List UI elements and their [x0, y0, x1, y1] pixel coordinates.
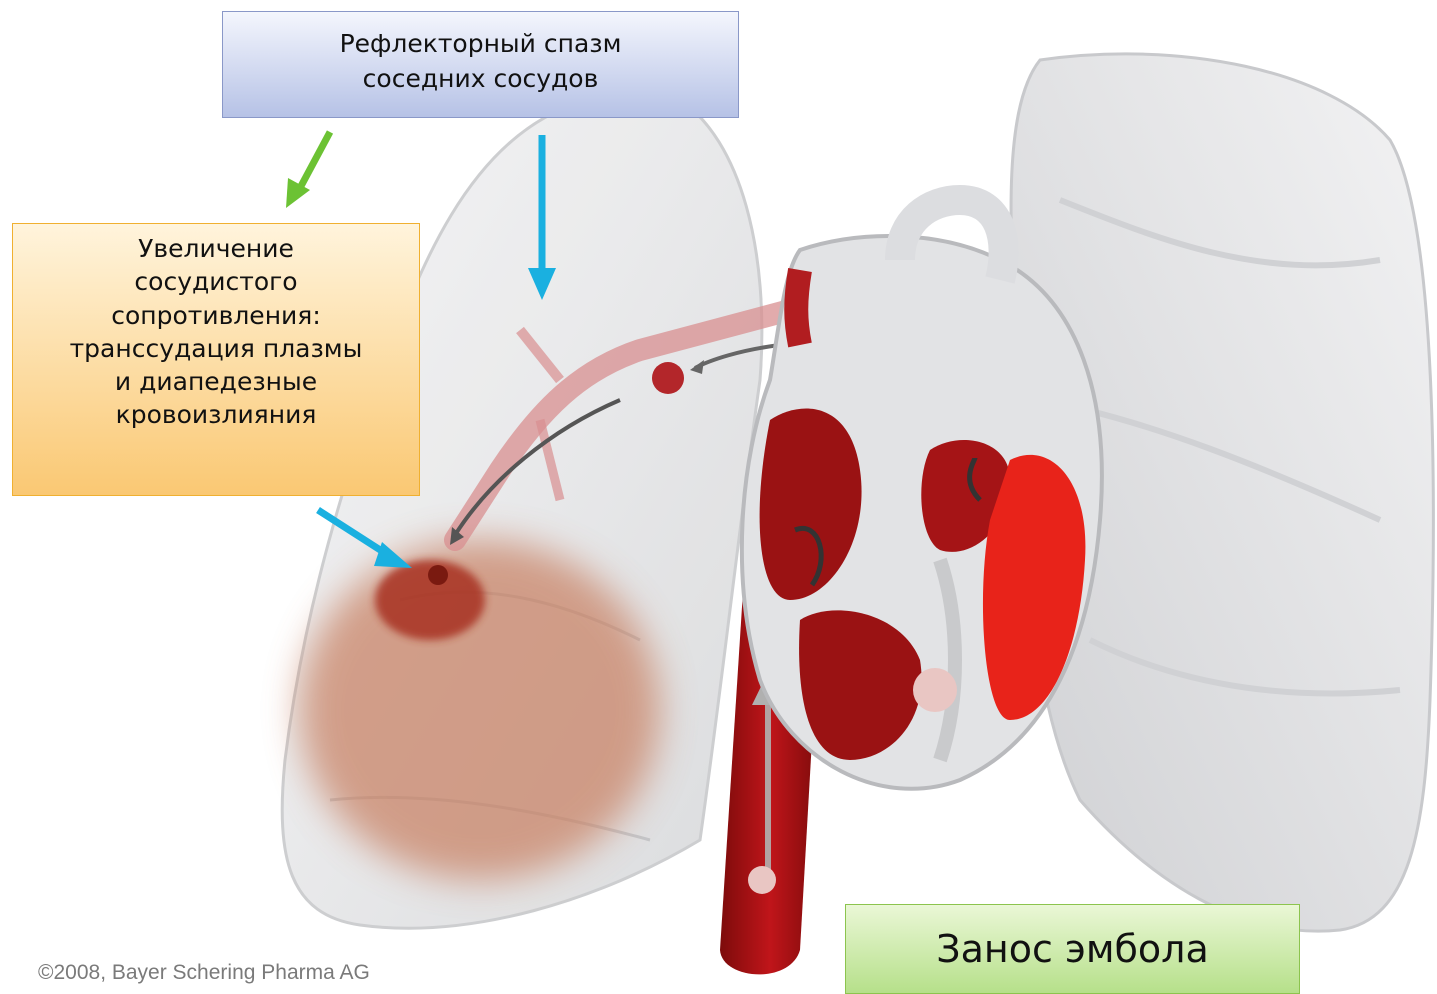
caval-flow-arrow: [765, 700, 771, 870]
copyright-notice: ©2008, Bayer Schering Pharma AG: [38, 961, 370, 985]
embolus-in-vein: [748, 866, 776, 894]
callout-text: Занос эмбола: [936, 927, 1209, 971]
pulmonary-trunk: [796, 270, 800, 345]
callout-text-line: соседних сосудов: [223, 61, 738, 96]
callout-text-line: сопротивления:: [13, 299, 419, 332]
callout-reflex-spasm: Рефлекторный спазм соседних сосудов: [222, 11, 739, 118]
embolus-in-lung: [428, 565, 448, 585]
callout-text-line: и диапедезные: [13, 365, 419, 398]
callout-text-line: сосудистого: [13, 265, 419, 298]
callout-text-line: Рефлекторный спазм: [223, 26, 738, 61]
callout-embolus-entry: Занос эмбола: [845, 904, 1300, 994]
green-arrow: [300, 132, 330, 188]
callout-vascular-resistance: Увеличение сосудистого сопротивления: тр…: [12, 223, 420, 496]
callout-text-line: Увеличение: [13, 232, 419, 265]
embolus-in-artery: [652, 362, 684, 394]
embolus-in-heart: [913, 668, 957, 712]
callout-text-line: кровоизлияния: [13, 398, 419, 431]
callout-text-line: транссудация плазмы: [13, 332, 419, 365]
